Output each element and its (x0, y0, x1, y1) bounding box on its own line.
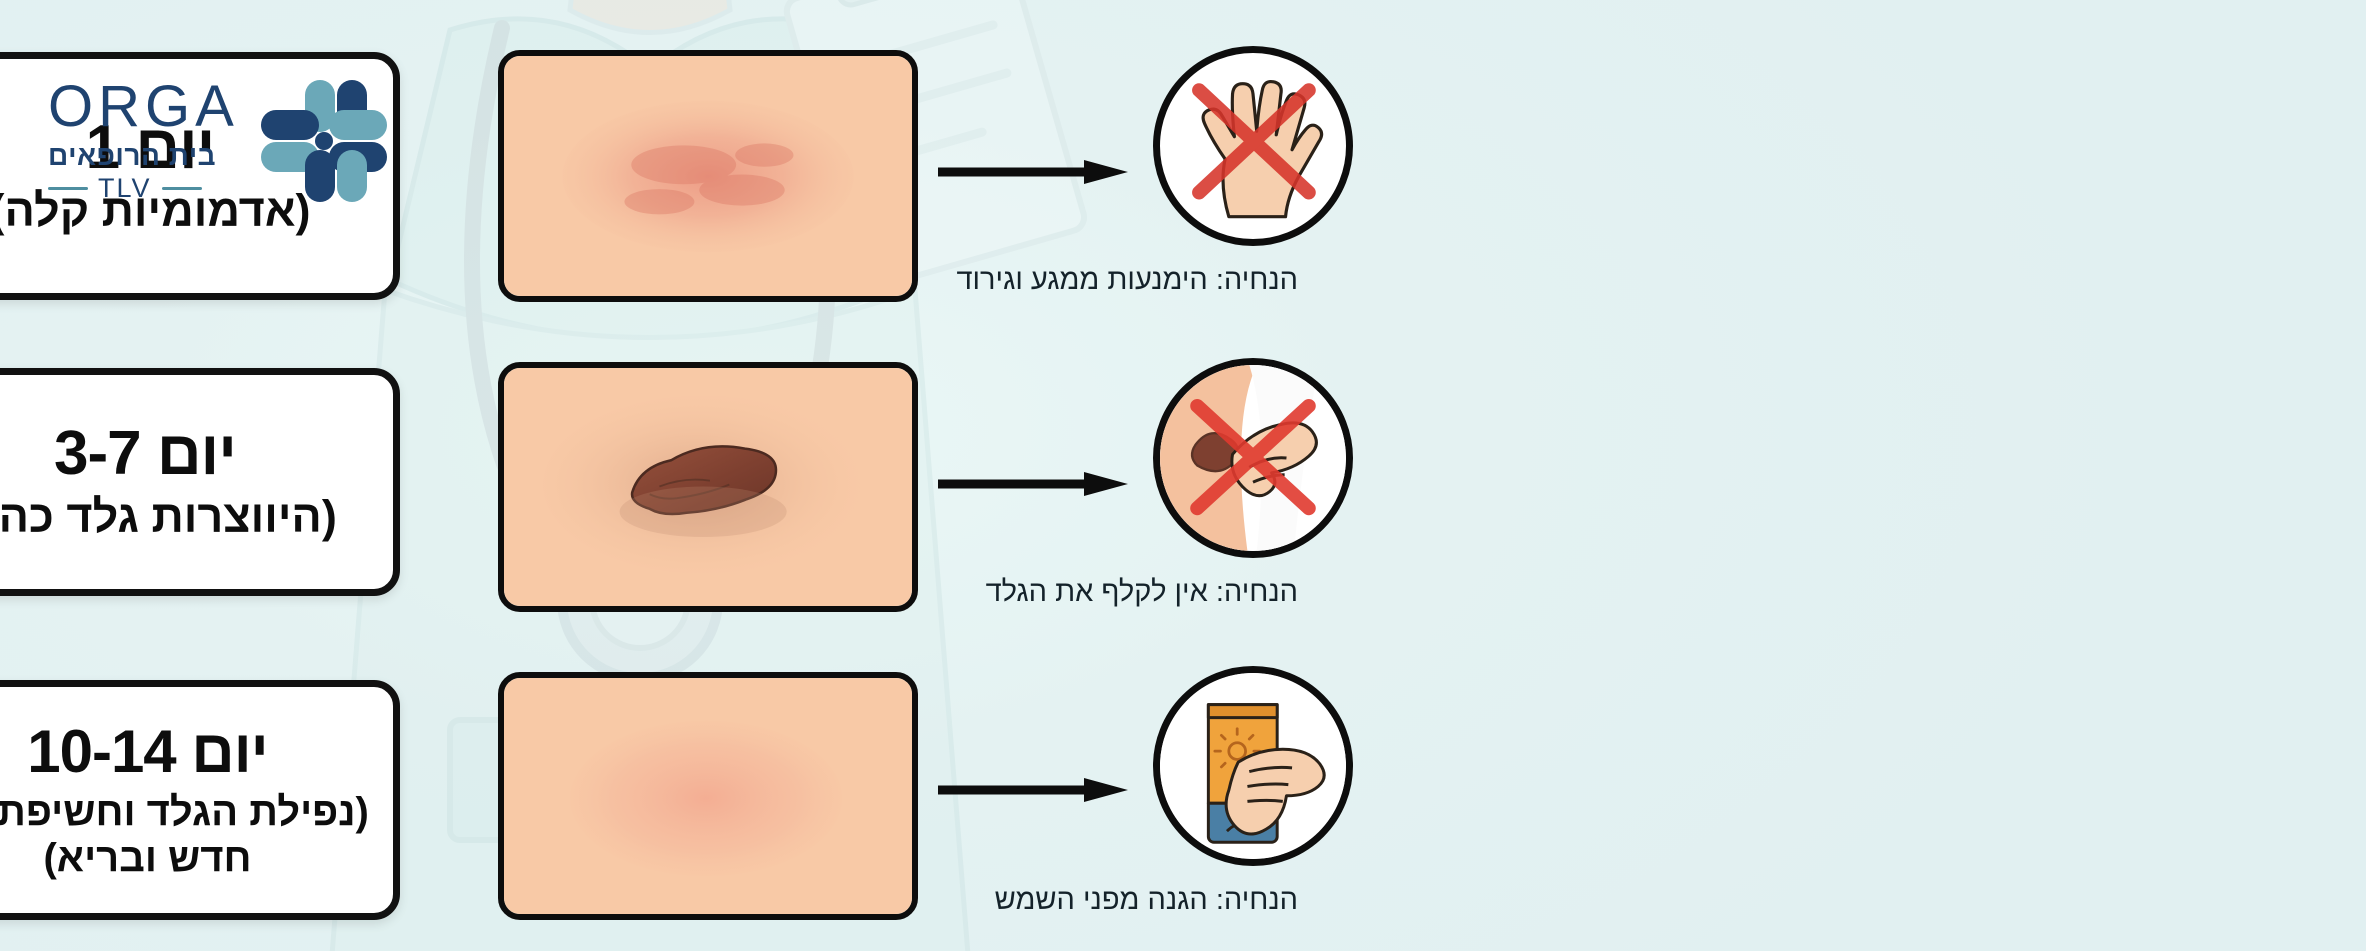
instruction-caption: הנחיה: הגנה מפני השמש (994, 884, 1298, 916)
instruction-caption: הנחיה: הימנעות ממגע וגירוד (956, 264, 1298, 296)
no-touch-hand-icon (1153, 46, 1353, 246)
hand-with-red-x-glyph (1192, 79, 1324, 219)
stage-subtitle: (נפילת הגלד וחשיפת עור חדש ובריא) (0, 789, 369, 880)
orga-clover-logo-icon (260, 80, 387, 202)
fingers-picking-scab-with-red-x-glyph (1160, 365, 1346, 551)
instruction-caption: הנחיה: אין לקלף את הגלד (985, 576, 1298, 608)
stage-callout-day-3-7: יום 3-7 (היווצרות גלד כהה) (0, 368, 400, 596)
stage-title: יום 3-7 (54, 419, 237, 489)
brand-name: ORGA (48, 74, 239, 139)
stage-subtitle: (היווצרות גלד כהה) (0, 491, 337, 543)
brand-logo: ORGA בית הרופאים TLV (48, 76, 393, 204)
instruction-day-1: הנחיה: הימנעות ממגע וגירוד (956, 46, 1358, 297)
instruction-day-10-14: הנחיה: הגנה מפני השמש (995, 666, 1358, 917)
brand-hebrew-subtitle: בית הרופאים (48, 140, 217, 171)
skin-healed-new-image (504, 678, 912, 914)
stage-title: יום 1 (85, 113, 216, 183)
sunscreen-tube-with-hand-glyph (1160, 673, 1346, 859)
arrow-right-icon (938, 778, 1128, 802)
brand-city: TLV (98, 173, 152, 203)
stage-callout-day-10-14: יום 10-14 (נפילת הגלד וחשיפת עור חדש ובר… (0, 680, 400, 920)
stage-title: יום 10-14 (27, 717, 269, 785)
skin-mild-redness-image (504, 56, 912, 296)
stage-photo-day-3-7 (498, 362, 918, 612)
sunscreen-protection-icon (1153, 666, 1353, 866)
no-peel-scab-icon (1153, 358, 1353, 558)
flow-arrow-day-1 (938, 160, 1128, 184)
flow-arrow-day-3-7 (938, 472, 1128, 496)
arrow-right-icon (938, 472, 1128, 496)
instruction-day-3-7: הנחיה: אין לקלף את הגלד (986, 358, 1358, 609)
skin-dark-scab-image (504, 368, 912, 606)
logo-rule-left (161, 187, 202, 190)
arrow-right-icon (938, 160, 1128, 184)
stage-subtitle: (אדמומיות קלה) (0, 185, 311, 237)
logo-rule-right (48, 187, 88, 190)
stage-photo-day-10-14 (498, 672, 918, 920)
stage-photo-day-1 (498, 50, 918, 302)
flow-arrow-day-10-14 (938, 778, 1128, 802)
